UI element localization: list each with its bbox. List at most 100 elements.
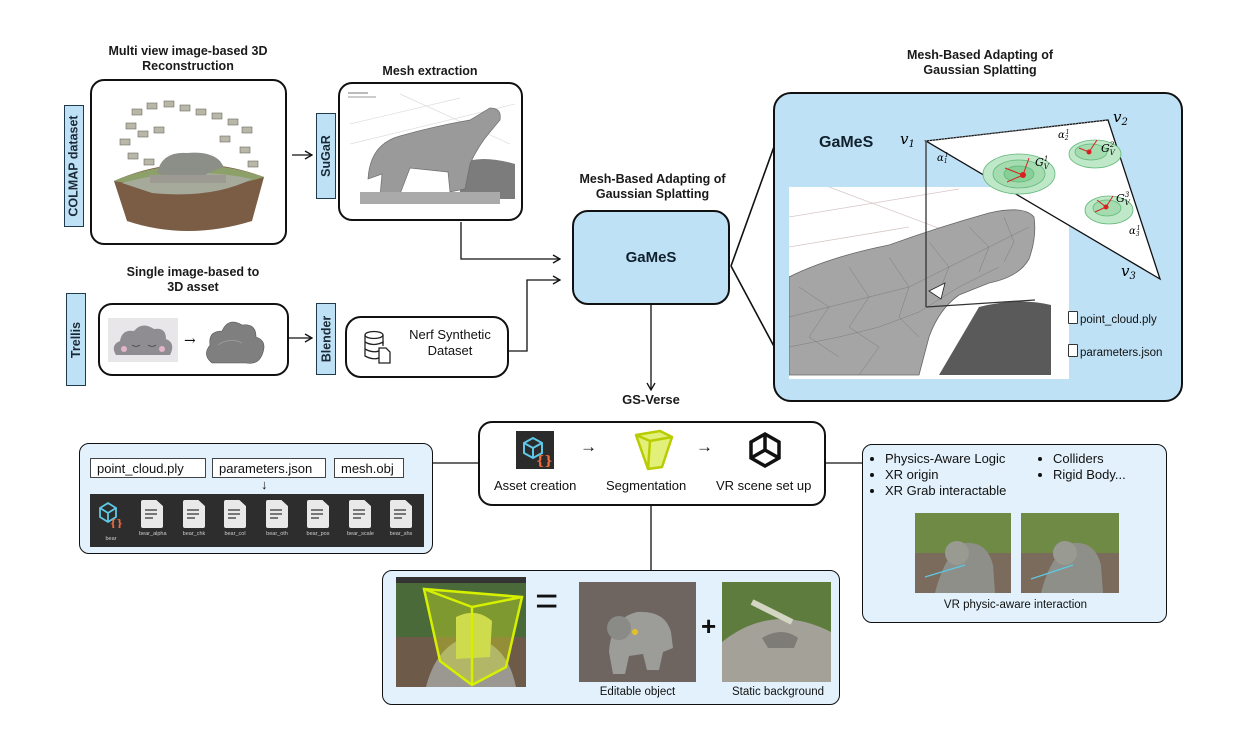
reconstruction-scene-image [114, 100, 264, 231]
asset-files-panel: point_cloud.ply parameters.json mesh.obj… [79, 443, 433, 554]
document-icon [266, 500, 288, 528]
arrow-mesh-to-games [460, 222, 562, 264]
colmap-dataset-label: COLMAP dataset [64, 105, 84, 227]
vr-caption: VR physic-aware interaction [943, 599, 1088, 611]
file-parameters-json: parameters.json [212, 458, 326, 478]
alpha-3-label: α31 [1129, 225, 1140, 238]
detail-file-point-cloud-name: point_cloud.ply [1080, 314, 1157, 326]
static-background-image [722, 582, 831, 682]
asset-tile-label: bear_pos [306, 531, 330, 537]
asset-tile-bear-pos[interactable]: bear_pos [305, 500, 331, 537]
cloud-conversion-image: → [108, 318, 265, 364]
asset-tile-bear-oth[interactable]: bear_oth [264, 500, 290, 537]
colmap-dataset-text: COLMAP dataset [67, 115, 81, 217]
triangle-face-marker [928, 282, 946, 300]
asset-folder-strip: {} bear bear_alpha bear_chk bear_col bea… [90, 494, 424, 547]
step-arrow-2: → [696, 437, 713, 456]
step-segmentation-label: Segmentation [606, 478, 687, 493]
single-image-box: → [98, 303, 289, 376]
detail-file-point-cloud: point_cloud.ply [1068, 311, 1157, 326]
single-image-title: Single image-based to 3D asset [98, 265, 288, 295]
games-detail-label: GaMeS [819, 134, 874, 151]
alpha-2-label: α21 [1058, 129, 1069, 142]
alpha-1-label: α11 [937, 152, 948, 165]
vertex-v1-label: v1 [900, 130, 915, 150]
mesh-wireframe-bear-image [789, 187, 1069, 379]
recon-title-line2: Reconstruction [142, 59, 234, 73]
segmentation-result-panel: = Editable object + Static background [382, 570, 840, 705]
unity-logo-icon [749, 431, 781, 469]
file-icon [1068, 344, 1078, 357]
file-icon [1068, 311, 1078, 324]
document-icon [390, 500, 412, 528]
games-detail-title-line2: Gaussian Splatting [923, 63, 1037, 77]
down-arrow-icon: ↓ [261, 477, 268, 492]
vr-bullets-left: Physics-Aware Logic XR origin XR Grab in… [871, 451, 1006, 499]
vertex-v2-label: v2 [1113, 108, 1128, 128]
zoom-line-top [730, 129, 781, 267]
gaussian-3 [1084, 195, 1134, 225]
plus-sign: + [701, 611, 717, 641]
mesh-bear-image [348, 92, 516, 204]
vr-bullet: XR Grab interactable [885, 483, 1006, 499]
vr-bullet: Colliders [1053, 451, 1126, 467]
vr-interaction-photo-1 [915, 513, 1011, 593]
trellis-label: Trellis [66, 293, 86, 386]
document-icon [141, 500, 163, 528]
asset-tile-bear-shs[interactable]: bear_shs [388, 500, 414, 537]
file-mesh-obj: mesh.obj [334, 458, 404, 478]
nerf-dataset-line2: Dataset [427, 343, 473, 358]
file-point-cloud: point_cloud.ply [90, 458, 206, 478]
asset-cube-icon: {} [516, 431, 554, 469]
games-node-label: GaMeS [625, 249, 677, 266]
asset-tile-bear[interactable]: {} bear [98, 500, 124, 542]
nerf-dataset-box: Nerf Synthetic Dataset [345, 316, 509, 378]
asset-tile-label: bear_col [224, 531, 246, 537]
sugar-text: SuGaR [319, 135, 333, 177]
vr-bullet: XR origin [885, 467, 1006, 483]
asset-cube-icon: {} [99, 501, 123, 530]
document-icon [307, 500, 329, 528]
document-icon [183, 500, 205, 528]
nerf-dataset-label: Nerf Synthetic Dataset [395, 327, 505, 359]
segmented-scene-image [396, 577, 526, 687]
blender-label: Blender [316, 303, 336, 375]
nerf-dataset-line1: Nerf Synthetic [409, 327, 491, 342]
document-icon [224, 500, 246, 528]
asset-tile-bear-alpha[interactable]: bear_alpha [139, 500, 167, 537]
asset-tile-label: bear [105, 536, 117, 542]
games-center-title: Mesh-Based Adapting of Gaussian Splattin… [555, 172, 750, 202]
editable-object-image [579, 582, 696, 682]
detail-file-parameters-name: parameters.json [1080, 347, 1163, 359]
gaussian-1 [982, 153, 1056, 195]
sugar-label: SuGaR [316, 113, 336, 199]
games-center-title-line1: Mesh-Based Adapting of [579, 172, 726, 186]
segmentation-box-icon [634, 429, 674, 471]
gaussian-2-label: GV2 [1101, 141, 1116, 157]
asset-tile-label: bear_chk [182, 531, 206, 537]
asset-tile-bear-chk[interactable]: bear_chk [181, 500, 207, 537]
detail-file-parameters: parameters.json [1068, 344, 1162, 359]
recon-image-box [90, 79, 287, 245]
mesh-extraction-box [338, 82, 523, 221]
static-background-caption: Static background [731, 686, 825, 698]
arrow-glyph: → [184, 333, 196, 349]
arrow-nerf-to-games [508, 275, 562, 352]
vr-bullets-right: Colliders Rigid Body... [1039, 451, 1126, 483]
single-image-title-line1: Single image-based to [126, 265, 260, 279]
asset-tile-bear-scale[interactable]: bear_scale [347, 500, 374, 537]
recon-title-line1: Multi view image-based 3D [108, 44, 268, 58]
gaussian-1-label: GV1 [1035, 155, 1050, 171]
gaussian-2 [1068, 139, 1122, 169]
vr-bullet: Rigid Body... [1053, 467, 1126, 483]
step-asset-creation-label: Asset creation [494, 478, 577, 493]
equals-sign: = [535, 579, 559, 623]
asset-tile-bear-col[interactable]: bear_col [222, 500, 248, 537]
vertex-v3-label: v3 [1121, 262, 1136, 282]
recon-title: Multi view image-based 3D Reconstruction [88, 44, 288, 74]
single-image-title-line2: 3D asset [167, 280, 219, 294]
triangle-gaussian-diagram: v1 v2 v3 GV1 GV2 GV3 α11 α21 α31 [900, 108, 1162, 308]
step-vr-setup-label: VR scene set up [716, 478, 812, 493]
games-detail-title-line1: Mesh-Based Adapting of [906, 48, 1054, 62]
